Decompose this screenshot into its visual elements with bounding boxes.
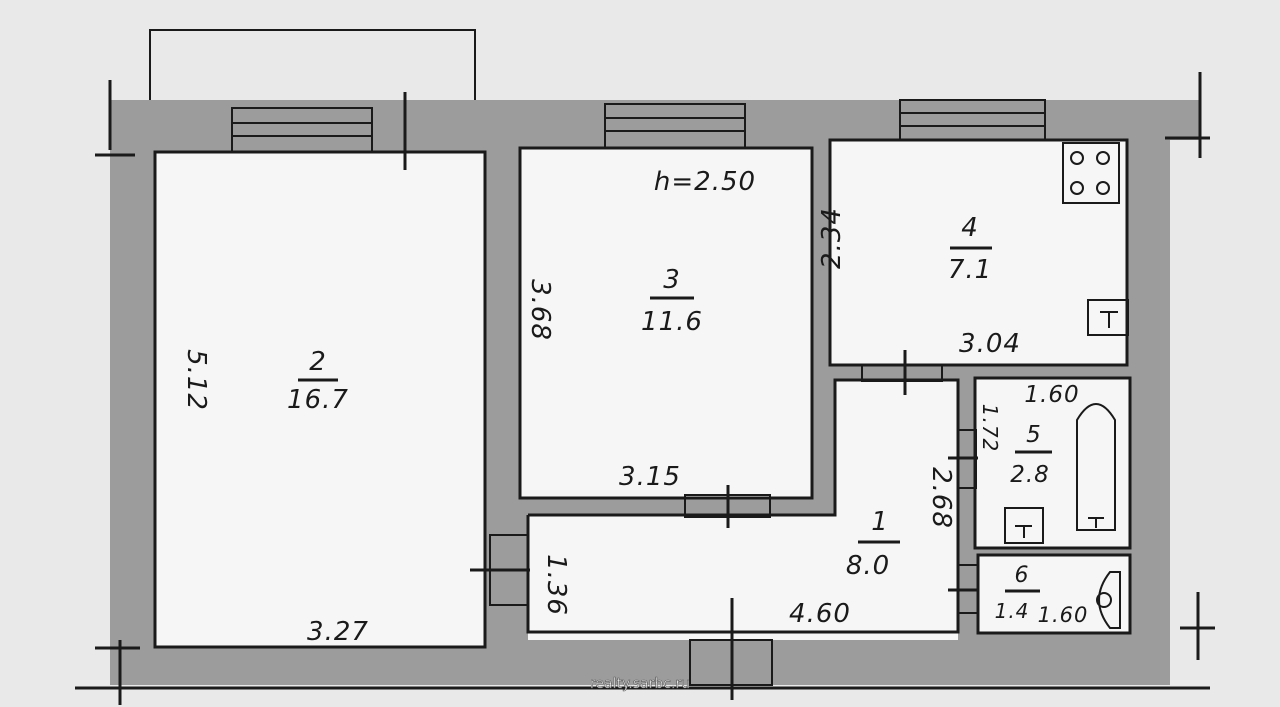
- kitchen-sink-icon: [1087, 299, 1129, 336]
- room-2-number: 2: [309, 347, 327, 377]
- watermark-text: realty.sarbc.ru: [590, 676, 690, 692]
- room-3-area: 11.6: [641, 307, 703, 337]
- room-4-area: 7.1: [948, 255, 992, 285]
- room-4-interior: [830, 140, 1127, 365]
- room-4-dim-width: 3.04: [959, 329, 1021, 359]
- room-2-dim-height: 5.12: [181, 349, 211, 411]
- room-5-area: 2.8: [1010, 462, 1050, 488]
- room-5-dim-height: 1.72: [978, 404, 1002, 453]
- outer-wall-corner: [1045, 100, 1200, 140]
- ceiling-height: h=2.50: [654, 167, 756, 197]
- room-5-number: 5: [1026, 422, 1042, 448]
- room-6-dim-width: 1.60: [1038, 603, 1089, 627]
- windows: [231, 99, 1046, 153]
- room-3-interior: [520, 148, 812, 498]
- room-4-number: 4: [961, 213, 979, 243]
- room-4-dim-height: 2.34: [817, 207, 847, 269]
- room-1-interior-bottom: [528, 515, 958, 640]
- room-5-dim-width: 1.60: [1024, 382, 1079, 408]
- room-2-interior: [155, 152, 485, 647]
- room-1-dim-side: 1.36: [541, 554, 571, 616]
- room-2-dim-width: 3.27: [307, 617, 369, 647]
- room-1-dim-height: 2.68: [926, 467, 956, 529]
- room-3-number: 3: [663, 265, 681, 295]
- bathtub-icon: [1076, 403, 1116, 531]
- stove-icon: [1062, 142, 1120, 204]
- toilet-icon: [1096, 571, 1121, 629]
- washbasin-icon: [1004, 507, 1044, 544]
- room-1-interior-top: [835, 380, 958, 520]
- room-3-dim-width: 3.15: [619, 462, 681, 492]
- room-1-area: 8.0: [846, 551, 890, 581]
- room-3-dim-height: 3.68: [525, 279, 555, 341]
- room-1-dim-width: 4.60: [789, 599, 851, 629]
- room-2-area: 16.7: [287, 385, 349, 415]
- axis-ticks: [75, 72, 1215, 705]
- room-6-area: 1.4: [995, 599, 1030, 623]
- room-1-number: 1: [871, 507, 889, 537]
- room-6-number: 6: [1015, 563, 1030, 588]
